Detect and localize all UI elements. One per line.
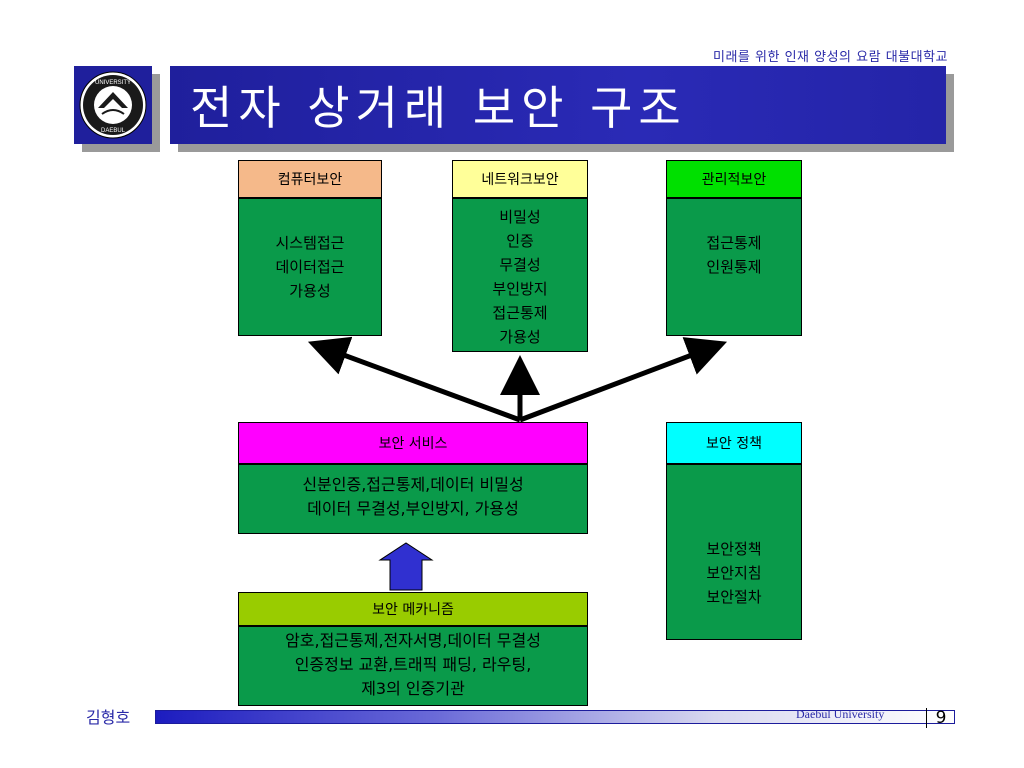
security-services-label: 보안 서비스 <box>378 436 448 452</box>
computer-security-body: 시스템접근 데이터접근 가용성 <box>238 198 382 336</box>
security-mechanism-line: 인증정보 교환,트래픽 패딩, 라우팅, <box>294 655 532 674</box>
page-title: 전자 상거래 보안 구조 <box>190 81 687 135</box>
footer-author: 김형호 <box>86 708 131 727</box>
security-services-line: 데이터 무결성,부인방지, 가용성 <box>307 499 519 518</box>
admin-security-item: 접근통제 <box>706 234 762 252</box>
network-security-item: 부인방지 <box>492 280 548 298</box>
computer-security-label: 컴퓨터보안 <box>277 172 343 188</box>
security-mechanism-header: 보안 메카니즘 <box>238 592 588 626</box>
svg-text:UNIVERSITY: UNIVERSITY <box>95 80 131 86</box>
footer-gradient-bar <box>155 710 955 724</box>
security-policy-label: 보안 정책 <box>706 436 762 452</box>
arrow-to-admin-security <box>519 337 728 423</box>
network-security-item: 가용성 <box>499 328 541 346</box>
arrow-to-computer-security <box>307 336 521 423</box>
network-security-item: 접근통제 <box>492 304 548 322</box>
network-security-label: 네트워크보안 <box>481 172 559 188</box>
university-logo: UNIVERSITY DAEBUL <box>74 66 152 144</box>
footer-university: Daebul University <box>796 707 885 721</box>
security-mechanism-line: 제3의 인증기관 <box>361 679 465 698</box>
title-bar: 전자 상거래 보안 구조 <box>170 66 946 144</box>
network-security-header: 네트워크보안 <box>452 160 588 198</box>
security-policy-line: 보안지침 <box>706 564 762 582</box>
tagline: 미래를 위한 인재 양성의 요람 대불대학교 <box>713 50 948 65</box>
computer-security-item: 가용성 <box>289 282 331 300</box>
admin-security-label: 관리적보안 <box>701 172 767 188</box>
admin-security-header: 관리적보안 <box>666 160 802 198</box>
page-number: 9 <box>926 708 955 728</box>
security-services-line: 신분인증,접근통제,데이터 비밀성 <box>302 475 524 494</box>
security-mechanism-label: 보안 메카니즘 <box>372 602 454 618</box>
security-services-header: 보안 서비스 <box>238 422 588 464</box>
security-services-body: 신분인증,접근통제,데이터 비밀성 데이터 무결성,부인방지, 가용성 <box>238 464 588 534</box>
security-policy-line: 보안정책 <box>706 540 762 558</box>
admin-security-body: 접근통제 인원통제 <box>666 198 802 336</box>
network-security-item: 무결성 <box>499 256 541 274</box>
security-mechanism-body: 암호,접근통제,전자서명,데이터 무결성 인증정보 교환,트래픽 패딩, 라우팅… <box>238 626 588 706</box>
computer-security-item: 시스템접근 <box>275 234 345 252</box>
computer-security-header: 컴퓨터보안 <box>238 160 382 198</box>
network-security-body: 비밀성 인증 무결성 부인방지 접근통제 가용성 <box>452 198 588 352</box>
network-security-item: 인증 <box>506 232 534 250</box>
arrow-up-mechanism-to-services <box>378 542 434 591</box>
security-policy-header: 보안 정책 <box>666 422 802 464</box>
svg-text:DAEBUL: DAEBUL <box>101 128 126 134</box>
security-policy-line: 보안절차 <box>706 588 762 606</box>
network-security-item: 비밀성 <box>499 208 541 226</box>
security-mechanism-line: 암호,접근통제,전자서명,데이터 무결성 <box>285 631 541 650</box>
computer-security-item: 데이터접근 <box>275 258 345 276</box>
university-seal-icon: UNIVERSITY DAEBUL <box>79 71 147 139</box>
security-policy-body: 보안정책 보안지침 보안절차 <box>666 464 802 640</box>
admin-security-item: 인원통제 <box>706 258 762 276</box>
